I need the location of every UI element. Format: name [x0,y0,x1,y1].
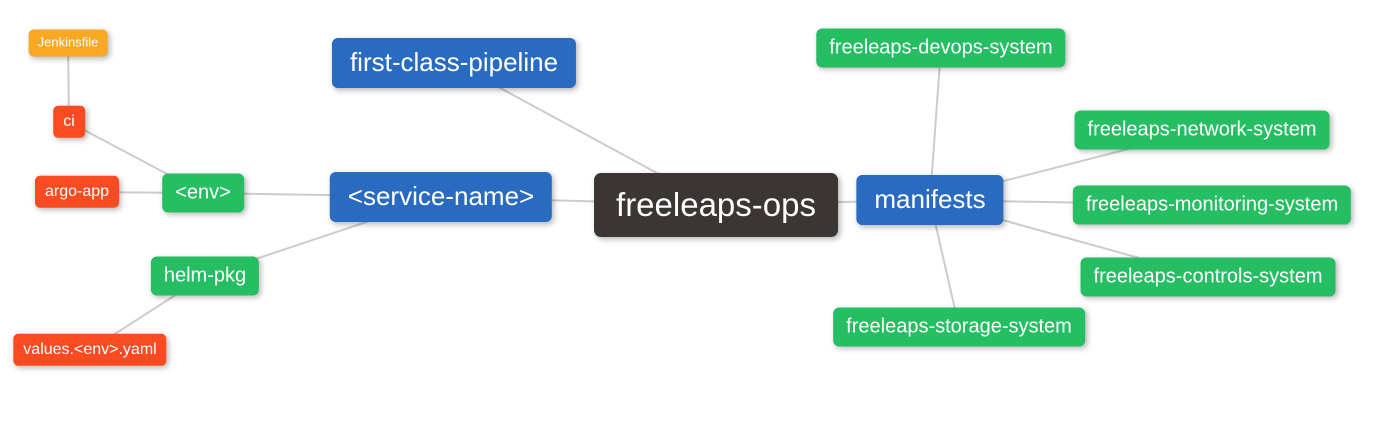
node-label: freeleaps-devops-system [829,36,1053,59]
node-label: freeleaps-monitoring-system [1085,193,1339,216]
node-jenkinsfile[interactable]: Jenkinsfile [28,29,108,57]
node-freeleaps-ops[interactable]: freeleaps-ops [594,173,838,237]
node-label: freeleaps-ops [616,186,816,224]
node-first-class-pipeline[interactable]: first-class-pipeline [331,38,577,88]
node-label: Jenkinsfile [37,34,99,50]
node-manifests[interactable]: manifests [856,175,1004,225]
node-label: helm-pkg [163,264,247,287]
node-label: ci [63,112,75,130]
node-label: first-class-pipeline [349,47,559,78]
edge-manifests-to-freeleaps-devops-system [929,47,942,201]
node-label: <env> [175,181,231,204]
node-label: freeleaps-storage-system [846,315,1072,338]
node-helm-pkg[interactable]: helm-pkg [150,256,260,296]
node-service-name[interactable]: <service-name> [329,172,553,222]
node-freeleaps-devops-system[interactable]: freeleaps-devops-system [816,28,1066,68]
node-freeleaps-network-system[interactable]: freeleaps-network-system [1074,110,1330,150]
node-label: freeleaps-network-system [1087,118,1317,141]
node-label: <service-name> [347,181,535,212]
node-label: freeleaps-controls-system [1093,265,1323,288]
node-ci[interactable]: ci [53,105,85,139]
node-env[interactable]: <env> [162,173,244,213]
node-freeleaps-storage-system[interactable]: freeleaps-storage-system [833,307,1085,347]
node-label: argo-app [44,182,110,200]
node-label: values.<env>.yaml [23,340,157,358]
node-values-env-yaml[interactable]: values.<env>.yaml [13,333,167,367]
node-freeleaps-controls-system[interactable]: freeleaps-controls-system [1080,257,1336,297]
node-freeleaps-monitoring-system[interactable]: freeleaps-monitoring-system [1072,185,1352,225]
node-label: manifests [874,184,986,215]
node-argo-app[interactable]: argo-app [34,175,120,209]
